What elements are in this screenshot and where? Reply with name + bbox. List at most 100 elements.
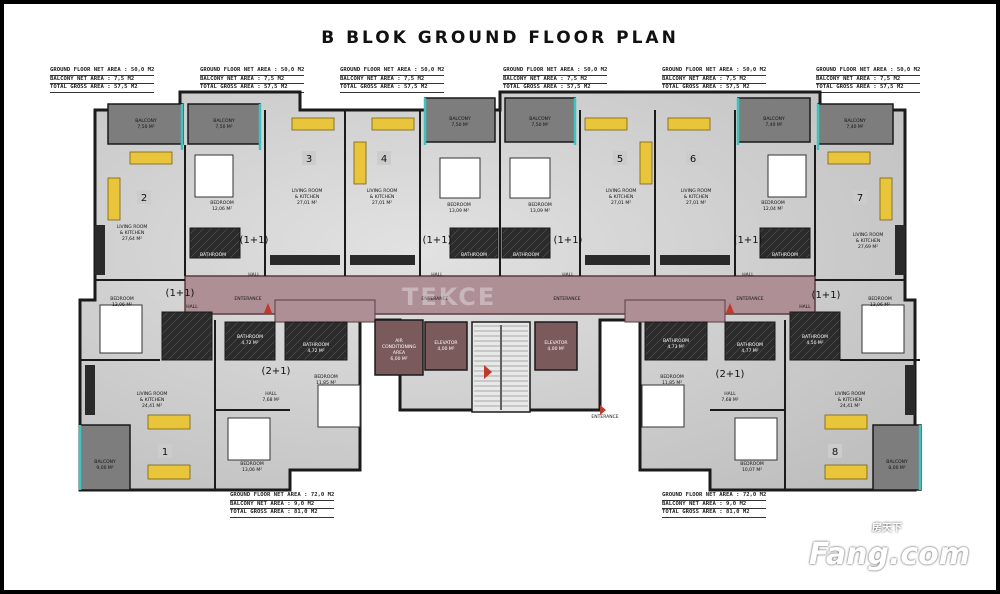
unit-number-1: 1 [162, 447, 168, 458]
info-net-area: GROUND FLOOR NET AREA : 50,0 M2 [816, 67, 921, 76]
bathroom-label: BATHROOM [303, 342, 329, 348]
bathroom-area: 4,72 M² [307, 348, 324, 354]
unit-types: (1+1) (1+1) (1+1) (1+1) (1+1) (1+1) (2+1… [166, 235, 841, 380]
living-label: LIVING ROOM [292, 188, 323, 194]
bathroom-area: 4,50 M² [806, 340, 823, 346]
bathroom-area: 4,73 M² [667, 344, 684, 350]
bathroom-label: BATHROOM [461, 252, 487, 258]
type-label: (2+1) [716, 369, 745, 380]
info-balcony-area: BALCONY NET AREA : 7,5 M2 [340, 76, 445, 85]
living-label-2: & KITCHEN [140, 397, 164, 403]
entrance-label: ENTERANCE [553, 296, 580, 302]
bathroom-unit-7 [759, 227, 811, 259]
living-label: LIVING ROOM [681, 188, 712, 194]
unit-number-2: 2 [141, 193, 147, 204]
hall-label: HALL [186, 304, 198, 310]
bathroom-unit-5 [501, 227, 551, 259]
living-label: LIVING ROOM [835, 391, 866, 397]
bathroom-label: BATHROOM [237, 334, 263, 340]
info-net-area: GROUND FLOOR NET AREA : 50,0 M2 [50, 67, 155, 76]
info-balcony-area: BALCONY NET AREA : 7,5 M2 [503, 76, 608, 85]
living-label-2: & KITCHEN [838, 397, 862, 403]
info-net-area: GROUND FLOOR NET AREA : 72,0 M2 [662, 492, 767, 501]
living-area: 27,01 M² [297, 200, 317, 206]
type-label: (1+1) [812, 290, 841, 301]
balconies-bottom [79, 424, 922, 491]
living-label-2: & KITCHEN [856, 238, 880, 244]
elevator-area: 4,00 M² [547, 346, 564, 352]
elevator-area: 4,00 M² [437, 346, 454, 352]
entrance-label: ENTERANCE [234, 296, 261, 302]
balcony-area: 7,50 M² [451, 122, 468, 128]
balcony-area: 7,50 M² [215, 124, 232, 130]
hall-label: HALL [248, 272, 260, 278]
bathroom-unit-1b [224, 321, 276, 361]
elevator-left [424, 321, 468, 371]
type-label: (1+1) [166, 288, 195, 299]
balcony-unit-5 [504, 97, 576, 143]
entrance-label: ENTERANCE [421, 296, 448, 302]
living-label-2: & KITCHEN [370, 194, 394, 200]
sofas [107, 117, 893, 480]
left-corridor [274, 299, 376, 323]
unit-number-6: 6 [690, 154, 696, 165]
bathroom-unit-7b [789, 311, 841, 361]
bathroom-unit-4 [449, 227, 499, 259]
bedroom-area: 13,09 M² [530, 208, 550, 214]
unit-number-5: 5 [617, 154, 623, 165]
bedroom-label: BEDROOM [210, 200, 234, 206]
bedroom-label: BEDROOM [740, 461, 764, 467]
balcony-label: BALCONY [529, 116, 551, 122]
info-net-area: GROUND FLOOR NET AREA : 50,0 M2 [340, 67, 445, 76]
info-balcony-area: BALCONY NET AREA : 7,5 M2 [200, 76, 305, 85]
type-label: (1+1) [554, 235, 583, 246]
info-gross-area: TOTAL GROSS AREA : 81,0 M2 [230, 509, 335, 518]
living-label-2: & KITCHEN [609, 194, 633, 200]
bathroom-unit-1a [161, 311, 213, 361]
balcony-label: BALCONY [449, 116, 471, 122]
unit-number-7: 7 [857, 193, 863, 204]
air-label: AIR [395, 338, 403, 344]
beds [99, 154, 905, 461]
balcony-label: BALCONY [844, 118, 866, 124]
unit-number-8: 8 [832, 447, 838, 458]
living-area: 27,69 M² [858, 244, 878, 250]
bedroom-area: 10,07 M² [742, 467, 762, 473]
bathroom-label: BATHROOM [200, 252, 226, 258]
page-title: B BLOK GROUND FLOOR PLAN [321, 28, 679, 48]
living-area: 27,01 M² [372, 200, 392, 206]
balcony-unit-8 [872, 424, 922, 491]
unit-number-3: 3 [306, 154, 312, 165]
info-balcony-area: BALCONY NET AREA : 9,0 M2 [662, 501, 767, 510]
bathroom-label: BATHROOM [513, 252, 539, 258]
balcony-label: BALCONY [135, 118, 157, 124]
bathroom-label: BATHROOM [772, 252, 798, 258]
living-area: 27,01 M² [686, 200, 706, 206]
area-info-unit-2: GROUND FLOOR NET AREA : 50,0 M2 BALCONY … [50, 67, 155, 93]
staircase [471, 321, 531, 413]
air-label-2: CONDITIONING [382, 344, 417, 350]
area-info-unit-4: GROUND FLOOR NET AREA : 50,0 M2 BALCONY … [340, 67, 445, 93]
balcony-unit-7 [817, 103, 894, 145]
bedroom-label: BEDROOM [240, 461, 264, 467]
entrance-label: ENTERANCE [736, 296, 763, 302]
balcony-area: 7,40 M² [846, 124, 863, 130]
living-label-2: & KITCHEN [295, 194, 319, 200]
bedroom-label: BEDROOM [314, 374, 338, 380]
living-area: 24,41 M² [142, 403, 162, 409]
balcony-label: BALCONY [886, 459, 908, 465]
bedroom-area: 12,04 M² [763, 206, 783, 212]
living-label: LIVING ROOM [606, 188, 637, 194]
info-balcony-area: BALCONY NET AREA : 7,5 M2 [662, 76, 767, 85]
info-net-area: GROUND FLOOR NET AREA : 72,0 M2 [230, 492, 335, 501]
hall-area: 7,68 M² [721, 397, 738, 403]
info-gross-area: TOTAL GROSS AREA : 57,5 M2 [50, 84, 155, 93]
info-net-area: GROUND FLOOR NET AREA : 50,0 M2 [503, 67, 608, 76]
living-label-2: & KITCHEN [684, 194, 708, 200]
brand-watermark: TEKCE [402, 283, 497, 311]
info-gross-area: TOTAL GROSS AREA : 81,0 M2 [662, 509, 767, 518]
interior-walls [80, 110, 920, 490]
right-corridor [624, 299, 726, 323]
